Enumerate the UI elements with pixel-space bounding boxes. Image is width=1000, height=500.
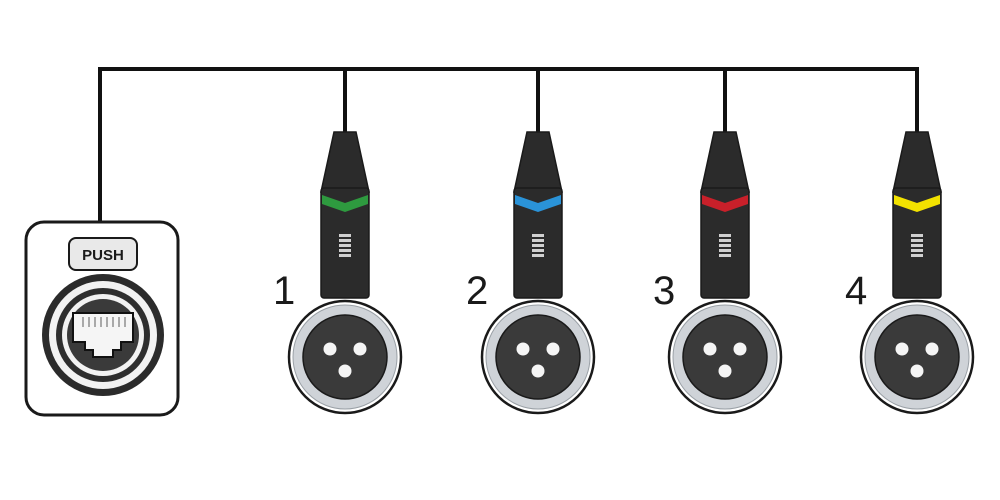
grip-ridge bbox=[339, 244, 351, 247]
xlr-face bbox=[302, 314, 388, 400]
grip-ridge bbox=[339, 234, 351, 237]
grip-ridge bbox=[911, 249, 923, 252]
connector-boot bbox=[700, 131, 750, 193]
grip-ridge bbox=[719, 249, 731, 252]
grip-ridge bbox=[339, 254, 351, 257]
grip-ridge bbox=[532, 234, 544, 237]
xlr-pin-2 bbox=[353, 342, 367, 356]
connector-boot bbox=[320, 131, 370, 193]
xlr-connector-2: 2 bbox=[466, 131, 596, 415]
connector-body bbox=[892, 187, 942, 299]
grip-ridge bbox=[719, 234, 731, 237]
xlr-pin-3 bbox=[338, 364, 352, 378]
xlr-face bbox=[495, 314, 581, 400]
grip-ridge bbox=[719, 244, 731, 247]
trunk-cable bbox=[98, 67, 919, 222]
grip-ridge bbox=[911, 244, 923, 247]
grip-ridge bbox=[339, 249, 351, 252]
color-band-blue bbox=[515, 195, 561, 212]
xlr-connector-1: 1 bbox=[273, 131, 403, 415]
xlr-pin-3 bbox=[910, 364, 924, 378]
grip-ridge bbox=[911, 239, 923, 242]
push-label: PUSH bbox=[82, 247, 124, 264]
connector-body bbox=[513, 187, 563, 299]
connector-body bbox=[700, 187, 750, 299]
color-band-red bbox=[702, 195, 748, 212]
connector-number: 1 bbox=[273, 269, 295, 313]
grip-ridges bbox=[339, 234, 351, 257]
xlr-pin-3 bbox=[718, 364, 732, 378]
connector-number: 2 bbox=[466, 269, 488, 313]
grip-ridge bbox=[339, 239, 351, 242]
grip-ridge bbox=[719, 239, 731, 242]
xlr-pin-2 bbox=[546, 342, 560, 356]
grip-ridge bbox=[911, 234, 923, 237]
xlr-pin-1 bbox=[323, 342, 337, 356]
xlr-pin-2 bbox=[733, 342, 747, 356]
grip-ridges bbox=[719, 234, 731, 257]
color-band-yellow bbox=[894, 195, 940, 212]
grip-ridge bbox=[532, 239, 544, 242]
xlr-pin-1 bbox=[895, 342, 909, 356]
trunk-line bbox=[98, 67, 919, 222]
push-tab bbox=[68, 237, 138, 271]
grip-ridges bbox=[911, 234, 923, 257]
connector-boot bbox=[513, 131, 563, 193]
grip-ridge bbox=[532, 244, 544, 247]
xlr-connector-3: 3 bbox=[653, 131, 783, 415]
xlr-face bbox=[682, 314, 768, 400]
rj45-panel-jack: PUSH bbox=[24, 220, 180, 417]
connector-number: 3 bbox=[653, 269, 675, 313]
xlr-connector-4: 4 bbox=[845, 131, 975, 415]
xlr-pin-1 bbox=[703, 342, 717, 356]
xlr-connectors: 1 2 3 4 bbox=[273, 131, 975, 415]
rj45-port-icon bbox=[72, 312, 134, 358]
rj45-contacts bbox=[82, 317, 126, 327]
grip-ridge bbox=[911, 254, 923, 257]
color-band-green bbox=[322, 195, 368, 212]
xlr-pin-1 bbox=[516, 342, 530, 356]
connector-number: 4 bbox=[845, 269, 867, 313]
connector-boot bbox=[892, 131, 942, 193]
grip-ridge bbox=[719, 254, 731, 257]
xlr-pin-3 bbox=[531, 364, 545, 378]
xlr-face bbox=[874, 314, 960, 400]
grip-ridge bbox=[532, 254, 544, 257]
xlr-pin-2 bbox=[925, 342, 939, 356]
grip-ridges bbox=[532, 234, 544, 257]
connector-body bbox=[320, 187, 370, 299]
grip-ridge bbox=[532, 249, 544, 252]
